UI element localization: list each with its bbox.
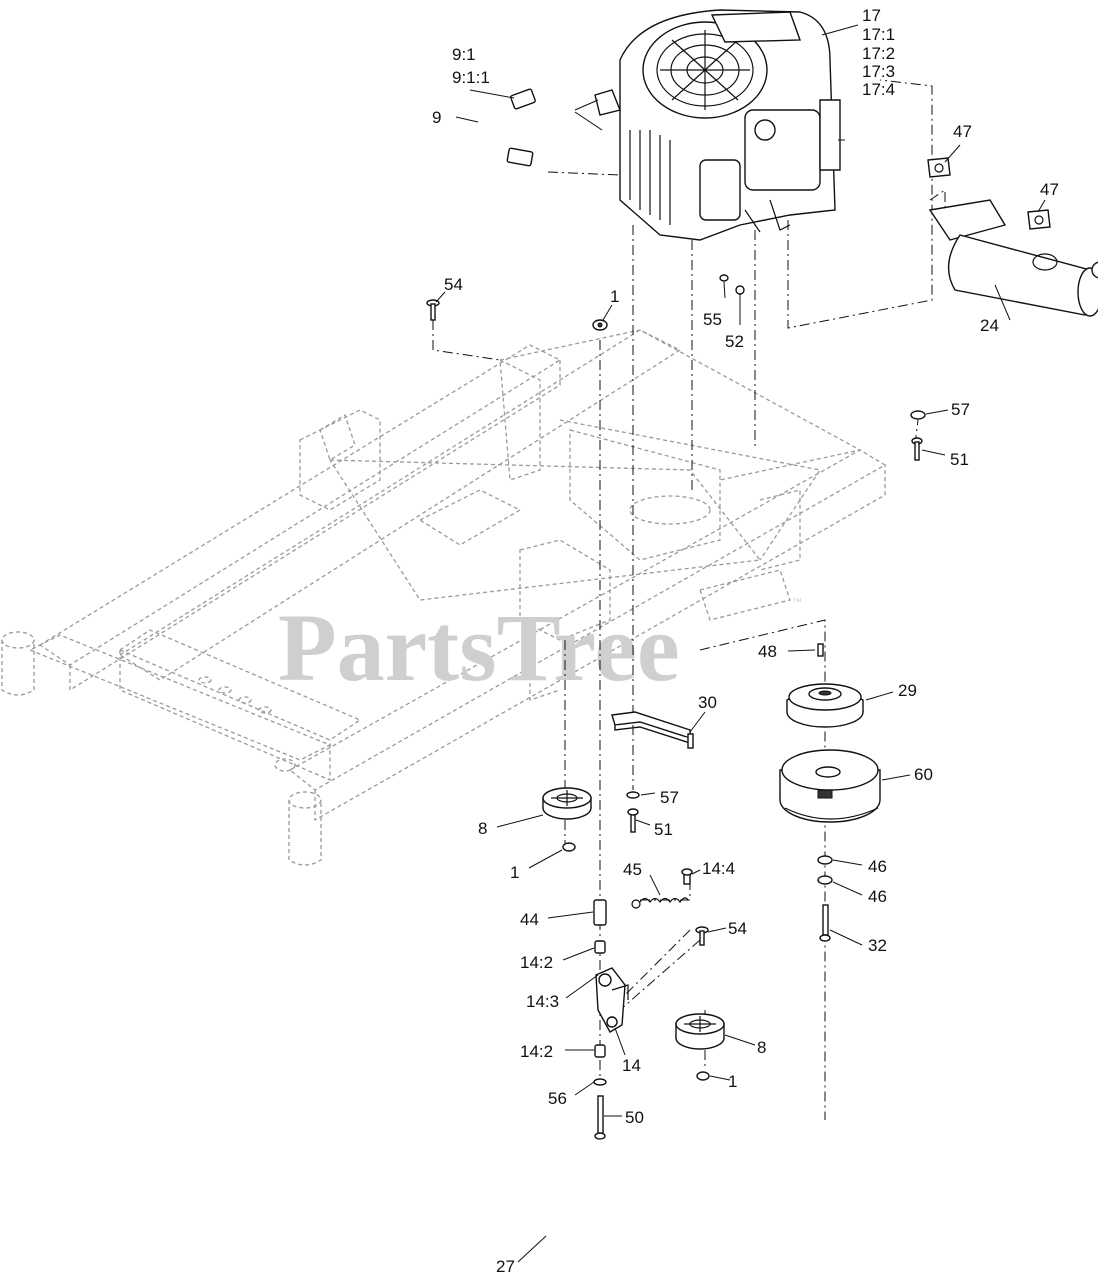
nut-1-left: [562, 842, 576, 852]
label-9: 9: [432, 108, 441, 127]
label-8-left: 8: [478, 819, 487, 838]
bolt-51-mid: [627, 808, 639, 833]
label-52: 52: [725, 332, 744, 351]
bolt-54-top: [426, 299, 440, 321]
washer-57-right: [910, 410, 926, 420]
assembly-guide-lines: [432, 79, 946, 1120]
pulley-29: [786, 683, 864, 728]
label-45: 45: [623, 860, 642, 879]
label-9-1: 9:1: [452, 45, 476, 64]
label-44: 44: [520, 910, 539, 929]
label-14-2-a: 14:2: [520, 953, 553, 972]
label-1-low: 1: [728, 1072, 737, 1091]
label-46-a: 46: [868, 857, 887, 876]
label-17-1: 17:1: [862, 25, 895, 44]
bolt-32: [819, 904, 831, 942]
label-9-1-1: 9:1:1: [452, 68, 490, 87]
idler-pulley-8-right: [675, 1013, 725, 1050]
label-51-right: 51: [950, 450, 969, 469]
bracket-30: [611, 711, 694, 749]
key-48: [817, 643, 824, 657]
watermark-text: PartsTree: [278, 594, 680, 701]
label-14: 14: [622, 1056, 641, 1075]
stud-14-4: [681, 868, 693, 885]
label-29: 29: [898, 681, 917, 700]
label-54-low: 54: [728, 919, 747, 938]
label-57-mid: 57: [660, 788, 679, 807]
label-17-2: 17:2: [862, 44, 895, 63]
label-32: 32: [868, 936, 887, 955]
bolt-54-low: [695, 926, 709, 946]
nut-52: [735, 285, 745, 295]
mower-frame: [1, 329, 887, 866]
label-14-2-b: 14:2: [520, 1042, 553, 1061]
label-1-left: 1: [510, 863, 519, 882]
spacer-44: [593, 899, 607, 926]
label-50: 50: [625, 1108, 644, 1127]
clutch-60: [779, 749, 881, 823]
label-17: 17: [862, 6, 881, 25]
label-56: 56: [548, 1089, 567, 1108]
idler-pulley-8-left: [542, 787, 592, 820]
label-54-top: 54: [444, 275, 463, 294]
label-14-3: 14:3: [526, 992, 559, 1011]
leader-lines: [435, 24, 1046, 1263]
label-30: 30: [698, 693, 717, 712]
bolt-50: [594, 1095, 606, 1140]
label-55: 55: [703, 310, 722, 329]
washer-46-b: [817, 875, 833, 885]
label-27: 27: [496, 1257, 515, 1276]
belt-27: [476, 1132, 707, 1273]
washer-56: [593, 1078, 607, 1086]
label-57-right: 57: [951, 400, 970, 419]
label-47-b: 47: [1040, 180, 1059, 199]
watermark: PartsTree ™: [278, 594, 802, 701]
washer-46-a: [817, 855, 833, 865]
spring-45: [631, 897, 689, 909]
label-8-right: 8: [757, 1038, 766, 1057]
label-47-a: 47: [953, 122, 972, 141]
label-24: 24: [980, 316, 999, 335]
gasket-47-a: [927, 157, 951, 178]
nut-1-low: [696, 1071, 710, 1081]
label-60: 60: [914, 765, 933, 784]
idler-arm-14: [595, 967, 629, 1033]
nut-1-top: [592, 319, 608, 331]
label-17-4: 17:4: [862, 80, 895, 99]
engine-17: [574, 9, 841, 241]
label-48: 48: [758, 642, 777, 661]
watermark-trademark: ™: [792, 597, 802, 608]
gasket-47-b: [1027, 209, 1051, 230]
bushing-14-2-a: [594, 940, 606, 954]
label-17-3: 17:3: [862, 62, 895, 81]
callout-labels: 17 17:1 17:2 17:3 17:4 9:1 9:1:1 9 47 47…: [432, 6, 1059, 1276]
washer-57-mid: [626, 791, 640, 799]
muffler-24: [928, 199, 1098, 317]
label-51-mid: 51: [654, 820, 673, 839]
bolt-51-right: [911, 437, 923, 461]
washer-55: [719, 274, 729, 282]
bushing-14-2-b: [594, 1044, 606, 1058]
label-14-4: 14:4: [702, 859, 735, 878]
label-1-top: 1: [610, 287, 619, 306]
fuel-line-9: [460, 88, 536, 167]
label-46-b: 46: [868, 887, 887, 906]
